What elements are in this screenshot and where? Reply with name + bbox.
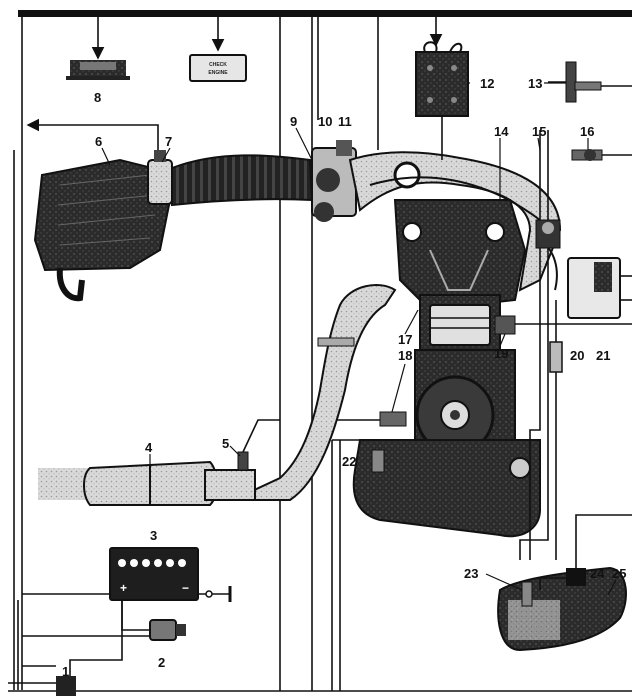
callout-15: 15 xyxy=(532,124,546,139)
component-4-catalytic-converter xyxy=(38,460,256,506)
callout-19: 19 xyxy=(494,346,508,361)
callout-13: 13 xyxy=(528,76,542,91)
engine-block xyxy=(393,199,527,461)
component-21-module xyxy=(567,257,632,319)
callout-1: 1 xyxy=(62,664,69,679)
component-16-sensor xyxy=(571,149,632,161)
callout-10: 10 xyxy=(318,114,332,129)
component-3-battery: + − xyxy=(22,547,232,683)
component-5-oxygen-sensor xyxy=(237,419,280,471)
component-13-sensor xyxy=(548,61,632,103)
intake-manifold xyxy=(348,151,562,292)
callout-4: 4 xyxy=(145,440,153,455)
callout-3: 3 xyxy=(150,528,157,543)
battery-plus-label: + xyxy=(120,581,127,595)
component-24-sensor xyxy=(539,514,632,590)
callout-7: 7 xyxy=(165,134,172,149)
component-1-relay xyxy=(22,665,76,696)
component-20-fuel-filter xyxy=(549,300,563,560)
callout-21: 21 xyxy=(596,348,610,363)
battery-minus-label: − xyxy=(182,581,189,595)
component-6-air-filter xyxy=(33,158,172,302)
bottom-bus-lines xyxy=(8,682,632,692)
callout-17: 17 xyxy=(398,332,412,347)
check-engine-lamp: CHECK ENGINE xyxy=(189,17,247,82)
component-2-relay xyxy=(22,619,186,641)
lamp-label-line1: CHECK xyxy=(209,62,227,68)
top-bus-bar xyxy=(18,10,632,17)
callout-18: 18 xyxy=(398,348,412,363)
component-23-fuel-pump xyxy=(521,581,533,607)
component-7-air-flow-meter xyxy=(147,150,173,205)
callout-9: 9 xyxy=(290,114,297,129)
callout-6: 6 xyxy=(95,134,102,149)
exhaust-pipe xyxy=(248,284,397,501)
component-19-sensor xyxy=(494,315,632,335)
component-12-ecu xyxy=(415,41,469,160)
callout-12: 12 xyxy=(480,76,494,91)
callout-labels: 1 2 3 4 5 6 7 8 9 10 11 12 13 14 15 16 1… xyxy=(62,76,626,679)
oil-pan xyxy=(352,439,541,538)
leader-lines xyxy=(101,82,617,596)
callout-24: 24 xyxy=(590,566,605,581)
callout-5: 5 xyxy=(222,436,229,451)
callout-8: 8 xyxy=(94,90,101,105)
component-25-fuel-tank xyxy=(497,566,627,652)
callout-25: 25 xyxy=(612,566,626,581)
callout-22: 22 xyxy=(342,454,356,469)
component-22-sensor xyxy=(371,449,385,473)
callout-16: 16 xyxy=(580,124,594,139)
lamp-label-line2: ENGINE xyxy=(208,70,228,76)
callout-2: 2 xyxy=(158,655,165,670)
callout-14: 14 xyxy=(494,124,509,139)
component-18-sensor xyxy=(379,411,407,427)
callout-20: 20 xyxy=(570,348,584,363)
component-15-regulator xyxy=(535,219,561,249)
left-bus-lines xyxy=(13,17,23,690)
intake-hose xyxy=(171,154,314,207)
air-filter-signal xyxy=(26,118,159,165)
vertical-signal-wires xyxy=(279,17,443,691)
callout-11: 11 xyxy=(338,114,352,129)
component-9-11-throttle-body xyxy=(311,140,357,222)
component-8-module xyxy=(66,17,130,80)
callout-23: 23 xyxy=(464,566,478,581)
